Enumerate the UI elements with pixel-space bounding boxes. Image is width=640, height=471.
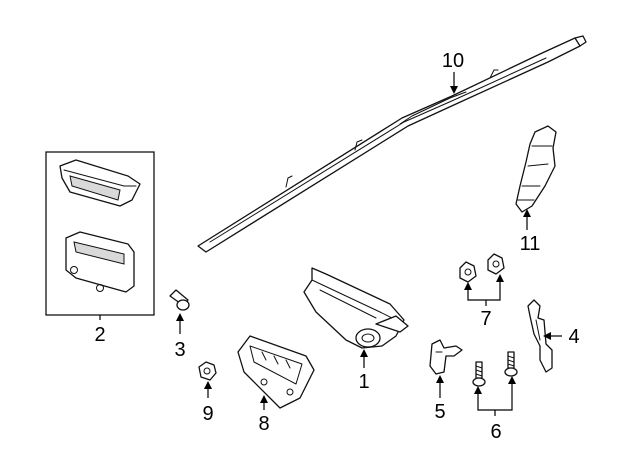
nut-part [198,361,217,381]
callout-6: 6 [490,421,501,443]
callout-7: 7 [480,308,491,330]
curtain-airbag-part [197,35,587,253]
airbag-housing-lower-part [65,231,135,293]
bracket-part [429,339,463,375]
airbag-housing-upper-part [59,159,141,207]
callout-5: 5 [434,401,445,423]
bolt-pair-part [472,351,518,387]
callout-2: 2 [94,324,105,346]
clip-pair-part [459,253,505,283]
bolt-part [169,289,190,311]
callout-11: 11 [520,233,541,255]
callout-3: 3 [174,339,185,361]
control-module-part [237,335,315,409]
mounting-bracket-part [527,299,553,373]
callout-10: 10 [442,50,464,72]
callout-9: 9 [202,403,213,425]
airbag-module-part [303,267,409,349]
side-airbag-part [515,125,557,213]
callout-8: 8 [258,413,269,435]
callout-1: 1 [358,371,369,393]
callout-4: 4 [568,326,579,348]
